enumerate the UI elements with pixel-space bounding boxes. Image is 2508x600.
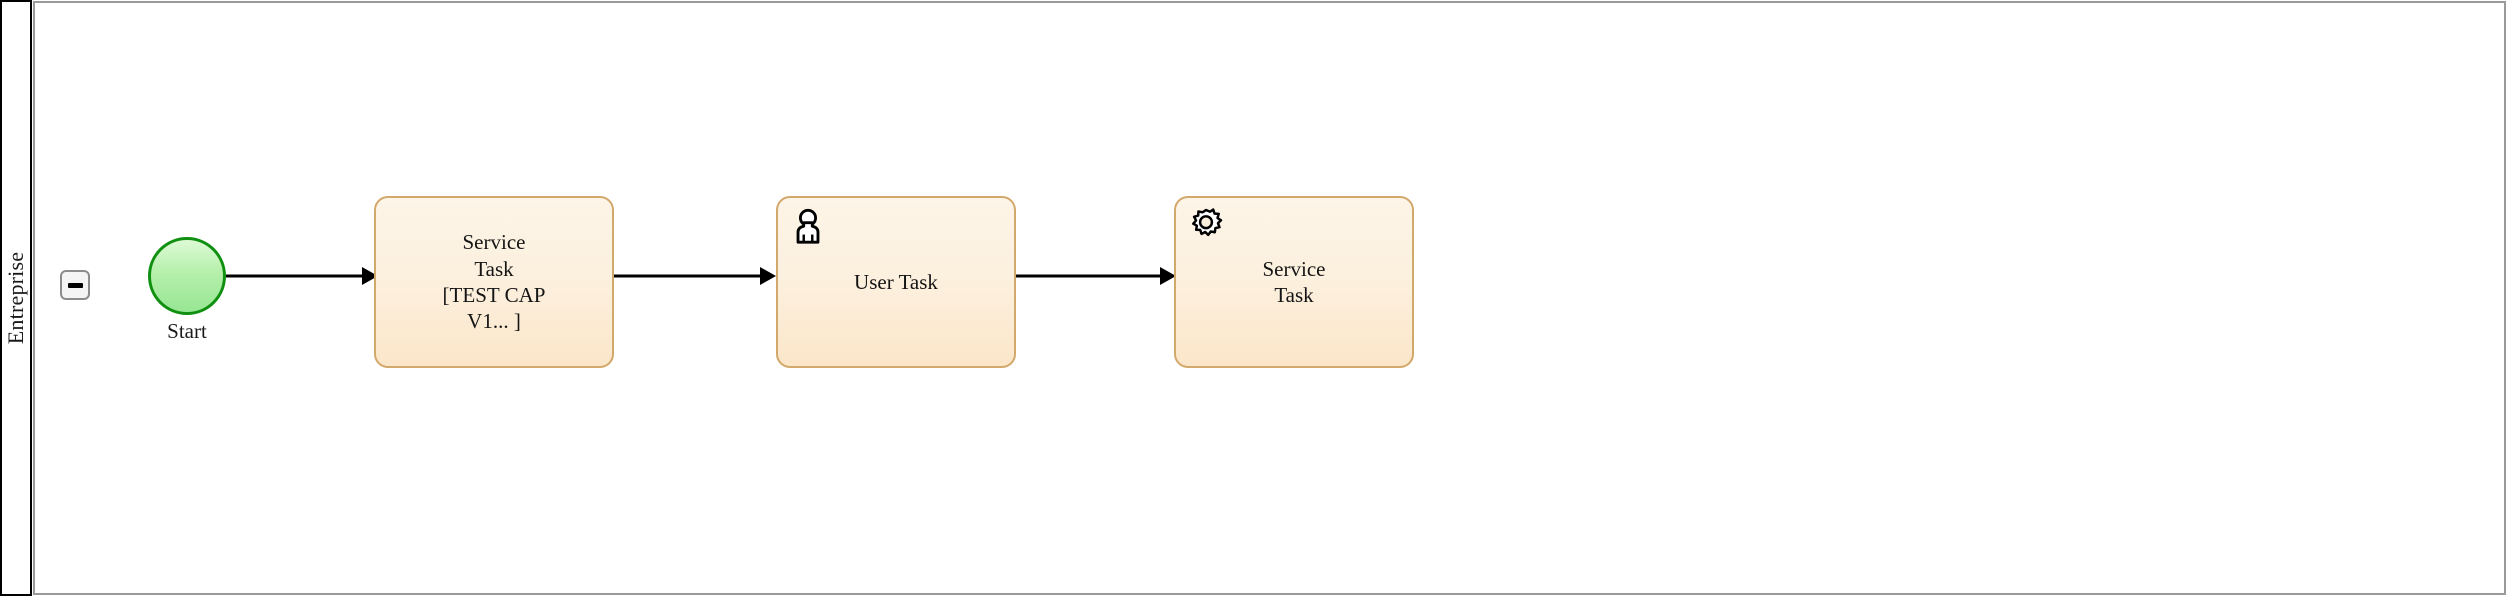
- pool-label: Entreprise: [3, 251, 28, 345]
- task-user-task-1-label: User Task: [854, 269, 938, 294]
- start-event-label: Start: [167, 319, 207, 343]
- pool-header[interactable]: Entreprise: [0, 0, 32, 596]
- task-service-task-2[interactable]: Service Task: [1174, 196, 1414, 368]
- gear-icon: [1192, 208, 1223, 237]
- pool-collapse-button[interactable]: [60, 270, 90, 300]
- task-service-task-2-label: Service Task: [1262, 256, 1326, 307]
- minus-icon: [67, 282, 83, 288]
- start-event-circle: [148, 237, 226, 315]
- start-event[interactable]: Start: [148, 237, 226, 343]
- task-service-task-1-label: Service Task [TEST CAP V1... ]: [442, 230, 546, 334]
- task-service-task-1[interactable]: Service Task [TEST CAP V1... ]: [374, 196, 614, 368]
- user-icon: [796, 208, 820, 244]
- task-user-task-1[interactable]: User Task: [776, 196, 1016, 368]
